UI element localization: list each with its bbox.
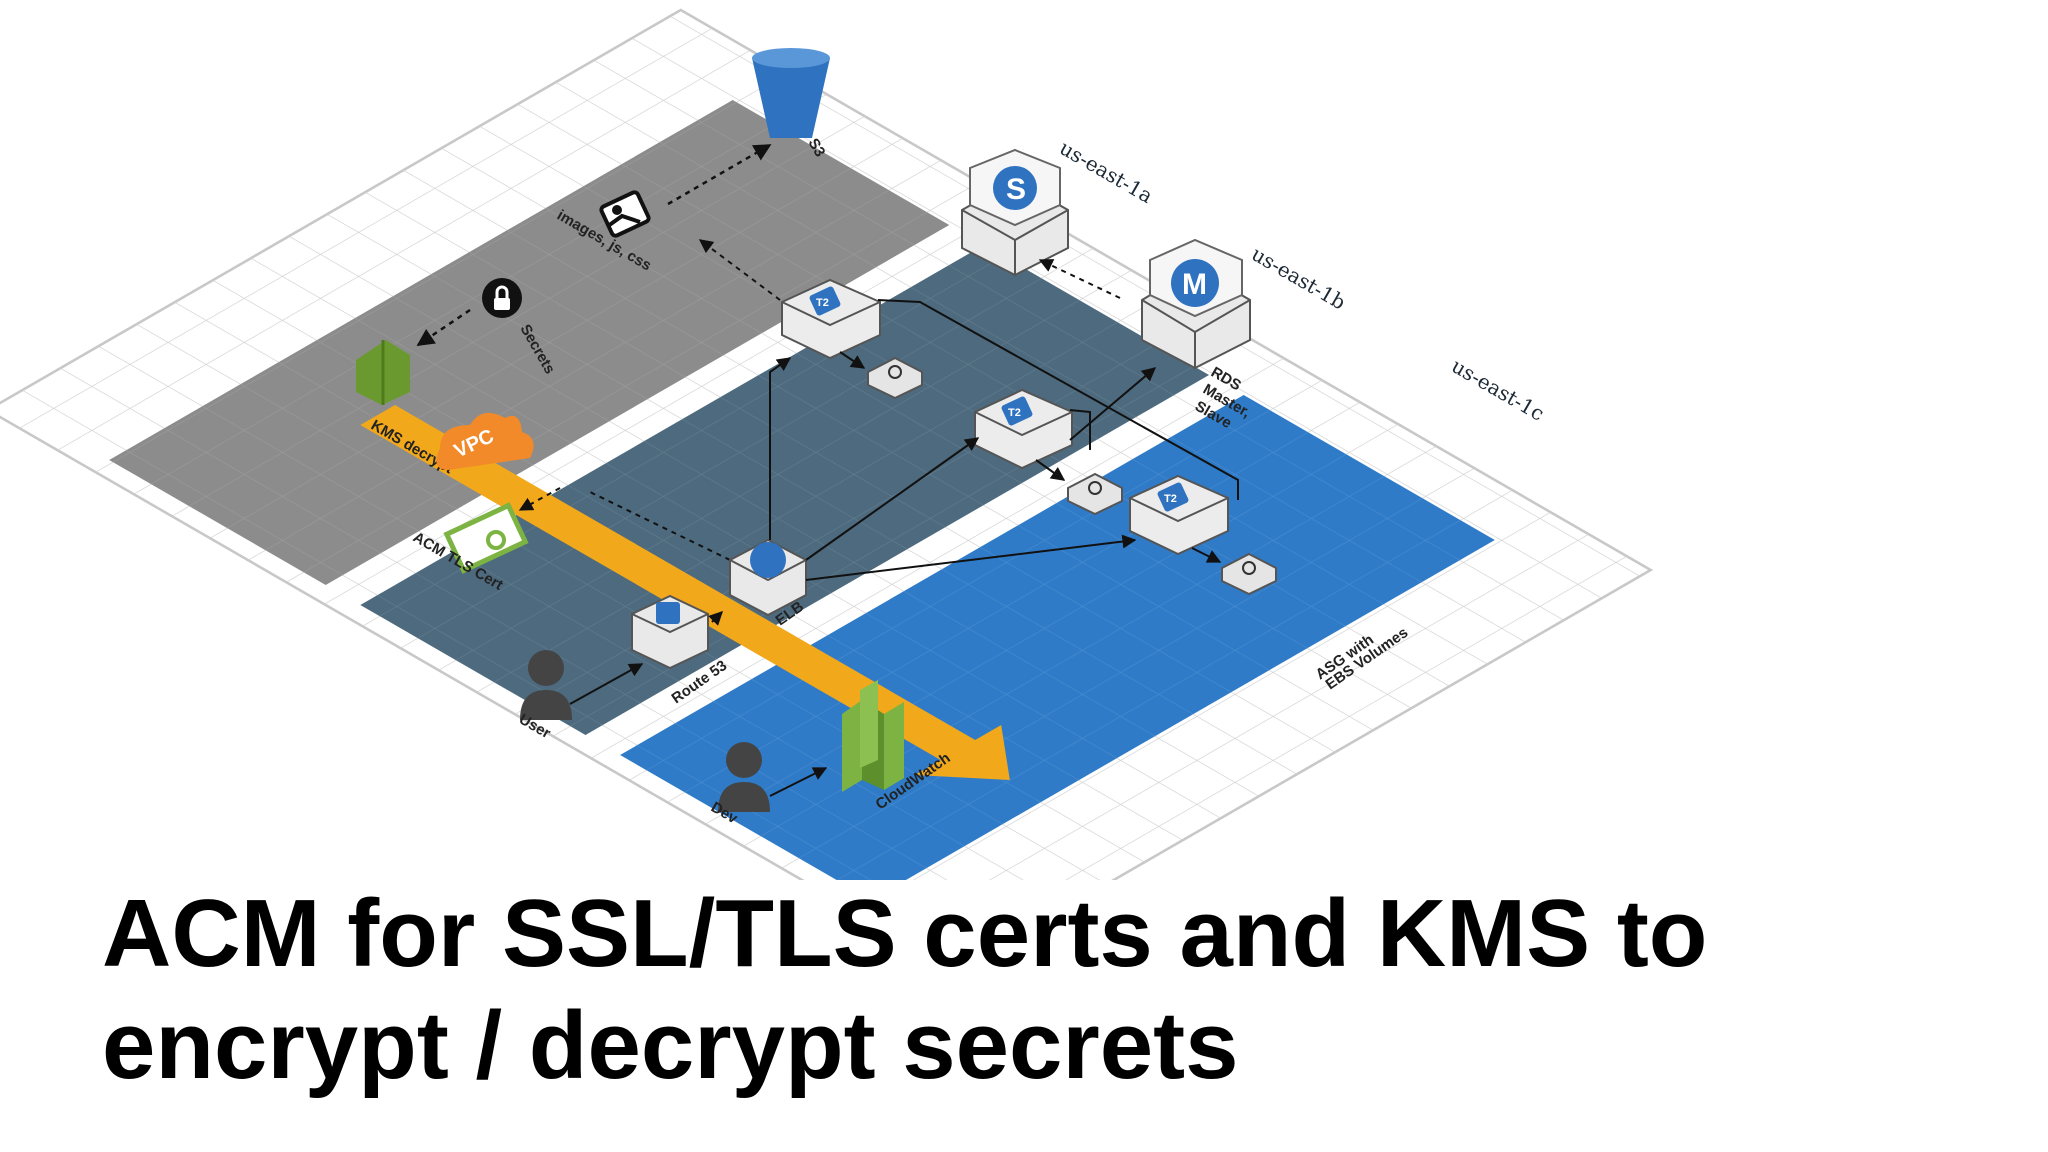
- arrow-to-kms: [416, 308, 471, 347]
- rds-to-s-arrow: [1038, 259, 1121, 299]
- m-letter: M: [1182, 268, 1207, 301]
- elb-cube: ELB: [729, 538, 807, 629]
- s3-icon: S3: [752, 48, 830, 160]
- isometric-plane: [0, 8, 1654, 880]
- m-badge-icon: [1171, 259, 1219, 307]
- t2-badge-icon: [1001, 396, 1033, 426]
- elb-to-ec2-2: [805, 437, 980, 561]
- zone-label-1a: us-east-1a: [1056, 136, 1158, 209]
- user-to-route53: [569, 663, 644, 705]
- ebs-volume-1: [867, 356, 923, 400]
- caption-line-1: ACM for SSL/TLS certs and KMS to: [102, 880, 1708, 987]
- t2-badge-icon: [809, 286, 841, 316]
- arrow-to-acm: [518, 487, 561, 511]
- ec2-instance-1: T2: [781, 278, 881, 360]
- elb-to-ec2-1: [769, 357, 792, 540]
- ec2-connections: [698, 239, 1239, 563]
- elb-to-ec2-3: [805, 534, 1137, 581]
- route53-to-elb: [708, 611, 723, 626]
- zone-label-1b: us-east-1b: [1248, 242, 1350, 315]
- svg-text:T2: T2: [816, 297, 829, 309]
- static-server-cube: S: [961, 148, 1069, 277]
- svg-text:T2: T2: [1164, 493, 1177, 505]
- zone-label-1c: us-east-1c: [1448, 354, 1549, 426]
- dev-to-cloudwatch: [769, 767, 828, 797]
- ebs-volume-3: [1221, 552, 1277, 596]
- s3-label: S3: [805, 136, 829, 160]
- ec2-instance-3: T2: [1129, 474, 1229, 556]
- vpc-cloud-icon: VPC: [436, 412, 534, 470]
- caption-line-2: encrypt / decrypt secrets: [102, 992, 1239, 1099]
- elb-badge-icon: [750, 542, 786, 578]
- s-letter: S: [1006, 173, 1026, 206]
- t2-badge-icon: [1157, 482, 1189, 512]
- route53-badge-icon: [656, 602, 680, 624]
- svg-text:T2: T2: [1008, 407, 1021, 419]
- slide-caption: ACM for SSL/TLS certs and KMS to encrypt…: [102, 878, 1982, 1102]
- s-badge-icon: [993, 166, 1037, 210]
- ebs-volume-2: [1067, 472, 1123, 516]
- architecture-diagram: us-east-1a us-east-1b us-east-1c S3 imag…: [0, 8, 1654, 880]
